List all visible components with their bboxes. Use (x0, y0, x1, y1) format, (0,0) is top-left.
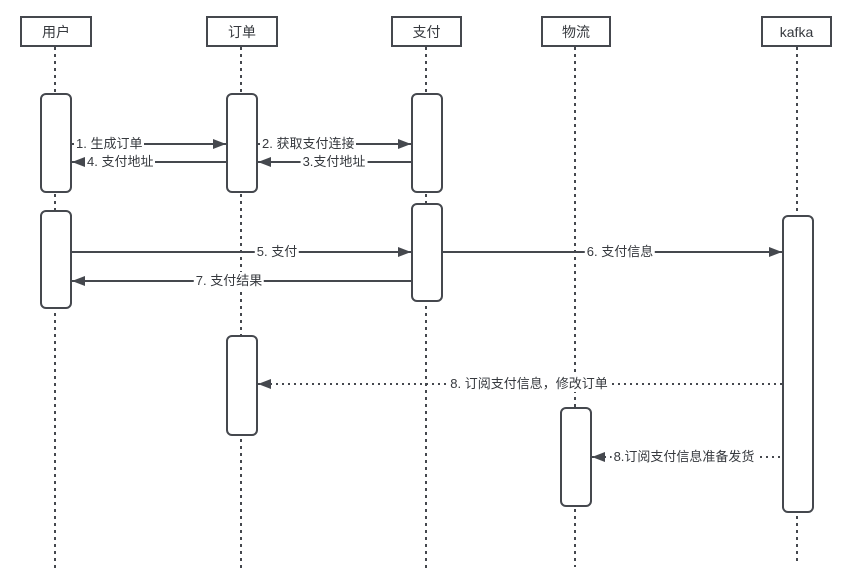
arrowhead-icon (72, 276, 85, 286)
arrowhead-icon (769, 247, 782, 257)
message-7-label: 7. 支付结果 (193, 272, 265, 289)
participant-user: 用户 (20, 16, 92, 47)
lifeline-logistics (574, 47, 576, 567)
arrowhead-icon (592, 452, 605, 462)
lifeline-payment (425, 47, 427, 569)
activation-order-2 (226, 335, 258, 436)
message-1-line (72, 143, 226, 145)
activation-kafka-1 (782, 215, 814, 513)
participant-label: 用户 (42, 23, 70, 40)
activation-payment-1 (411, 93, 443, 193)
activation-user-2 (40, 210, 72, 309)
participant-label: kafka (779, 23, 814, 40)
activation-payment-2 (411, 203, 443, 302)
message-6-label: 6. 支付信息 (584, 243, 656, 260)
participant-label: 支付 (412, 23, 441, 40)
arrowhead-icon (213, 139, 226, 149)
arrowhead-icon (72, 157, 85, 167)
arrowhead-icon (258, 379, 271, 389)
participant-kafka: kafka (761, 16, 832, 47)
message-5-label: 5. 支付 (254, 243, 300, 260)
message-2-label: 2. 获取支付连接 (260, 135, 357, 152)
message-1-label: 1. 生成订单 (74, 135, 145, 152)
activation-order-1 (226, 93, 258, 193)
message-4-label: 4. 支付地址 (85, 153, 156, 170)
message-3-label: 3.支付地址 (300, 153, 368, 170)
participant-logistics: 物流 (541, 16, 611, 47)
participant-payment: 支付 (391, 16, 462, 47)
participant-label: 物流 (562, 23, 590, 40)
arrowhead-icon (258, 157, 271, 167)
participant-label: 订单 (228, 23, 256, 40)
arrowhead-icon (398, 247, 411, 257)
activation-user-1 (40, 93, 72, 193)
message-5-line (72, 251, 411, 253)
message-8-order-label: 8. 订阅支付信息，修改订单 (448, 375, 610, 392)
arrowhead-icon (398, 139, 411, 149)
lifeline-order (240, 47, 242, 569)
message-8-logistics-label: 8.订阅支付信息准备发货 (611, 448, 757, 465)
participant-order: 订单 (206, 16, 278, 47)
activation-logistics-1 (560, 407, 592, 507)
